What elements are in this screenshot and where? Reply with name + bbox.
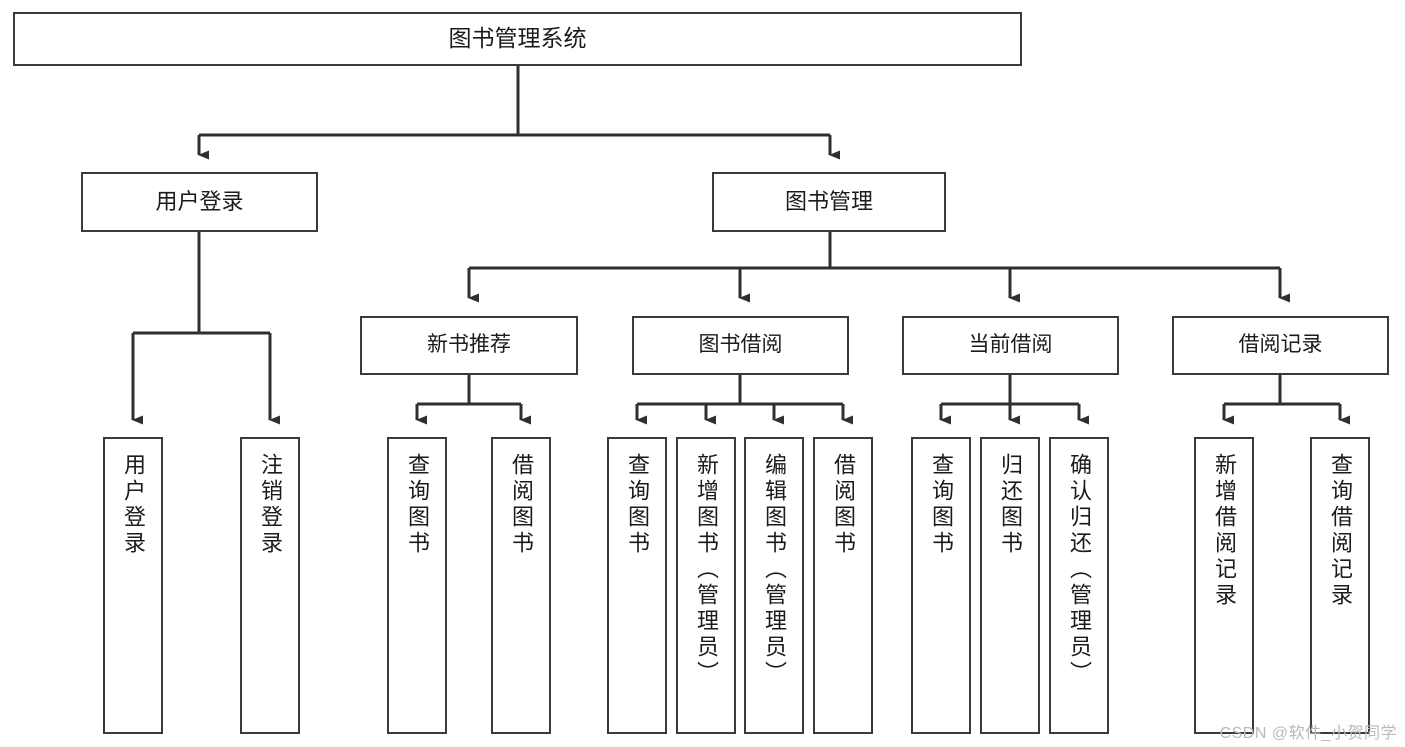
node-book-borrow[interactable]: 图书借阅 — [632, 316, 849, 375]
node-leaf-user-login-label: 用户登录 — [121, 453, 146, 557]
node-user-login[interactable]: 用户登录 — [81, 172, 318, 232]
node-leaf-borrow-add[interactable]: 新增图书（管理员） — [676, 437, 736, 734]
node-leaf-borrow-do[interactable]: 借阅图书 — [813, 437, 873, 734]
node-borrow-record[interactable]: 借阅记录 — [1172, 316, 1389, 375]
node-leaf-cur-query-label: 查询图书 — [929, 453, 954, 557]
node-leaf-cur-confirm-label: 确认归还（管理员） — [1067, 453, 1092, 687]
node-leaf-borrow-do-label: 借阅图书 — [831, 453, 856, 557]
node-leaf-borrow-query-label: 查询图书 — [625, 453, 650, 557]
node-current-borrow[interactable]: 当前借阅 — [902, 316, 1119, 375]
node-leaf-cur-confirm[interactable]: 确认归还（管理员） — [1049, 437, 1109, 734]
node-book-manage[interactable]: 图书管理 — [712, 172, 946, 232]
node-leaf-borrow-add-label: 新增图书（管理员） — [694, 453, 719, 687]
node-leaf-rec-query[interactable]: 查询图书 — [387, 437, 447, 734]
node-user-login-label: 用户登录 — [155, 189, 244, 215]
node-leaf-user-logout[interactable]: 注销登录 — [240, 437, 300, 734]
node-leaf-rec-query-record-label: 查询借阅记录 — [1328, 453, 1353, 609]
node-leaf-user-logout-label: 注销登录 — [258, 453, 283, 557]
node-root[interactable]: 图书管理系统 — [13, 12, 1022, 66]
node-new-book-rec-label: 新书推荐 — [427, 333, 511, 357]
node-leaf-rec-borrow-label: 借阅图书 — [509, 453, 534, 557]
node-leaf-user-login[interactable]: 用户登录 — [103, 437, 163, 734]
node-leaf-rec-borrow[interactable]: 借阅图书 — [491, 437, 551, 734]
node-leaf-cur-return[interactable]: 归还图书 — [980, 437, 1040, 734]
node-leaf-rec-query-label: 查询图书 — [405, 453, 430, 557]
node-leaf-rec-add-label: 新增借阅记录 — [1212, 453, 1237, 609]
node-leaf-rec-add[interactable]: 新增借阅记录 — [1194, 437, 1254, 734]
node-leaf-borrow-edit-label: 编辑图书（管理员） — [762, 453, 787, 687]
node-leaf-cur-return-label: 归还图书 — [998, 453, 1023, 557]
node-leaf-rec-query-record[interactable]: 查询借阅记录 — [1310, 437, 1370, 734]
node-borrow-record-label: 借阅记录 — [1238, 333, 1323, 357]
node-leaf-borrow-edit[interactable]: 编辑图书（管理员） — [744, 437, 804, 734]
node-leaf-borrow-query[interactable]: 查询图书 — [607, 437, 667, 734]
node-leaf-cur-query[interactable]: 查询图书 — [911, 437, 971, 734]
node-new-book-rec[interactable]: 新书推荐 — [360, 316, 578, 375]
node-book-borrow-label: 图书借阅 — [698, 333, 783, 357]
node-root-label: 图书管理系统 — [448, 25, 587, 52]
csdn-watermark: CSDN @软件_小贺同学 — [1219, 725, 1397, 742]
node-current-borrow-label: 当前借阅 — [968, 333, 1053, 357]
node-book-manage-label: 图书管理 — [784, 189, 873, 215]
